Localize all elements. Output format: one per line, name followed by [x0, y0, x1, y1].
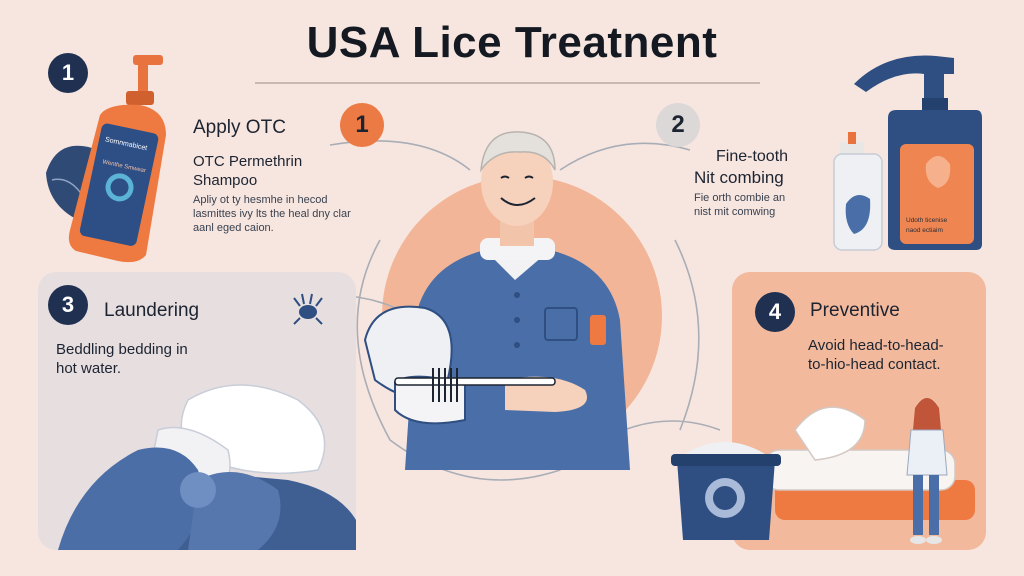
step2-badge: 2: [656, 103, 700, 147]
woman-standing-icon: [906, 398, 948, 544]
spray-label-2: naod ectiaim: [906, 227, 943, 234]
page-title: USA Lice Treatnent: [306, 18, 718, 67]
step1-badge: 1: [340, 103, 384, 147]
spray-label-1: Udoth ticenise: [906, 217, 948, 224]
step3-heading: Laundering: [104, 300, 200, 321]
step1-subtitle-2: Shampoo: [193, 172, 258, 189]
spray-bottle-icon: Udoth ticenise naod ectiaim: [833, 55, 982, 251]
step1-desc-1: Apliy ot ty hesmhe in hecod: [193, 194, 328, 206]
step1-desc-2: lasmittes ivy lts the heal dny clar: [193, 208, 351, 220]
step4-desc-1: Avoid head-to-head-: [808, 337, 944, 354]
step4-badge: 4: [755, 292, 795, 332]
washing-basket-icon: [671, 442, 781, 540]
man-combing-icon: [363, 131, 630, 470]
step4-desc-2: to-hio-head contact.: [808, 356, 941, 373]
preventive-illustration: [671, 398, 975, 544]
step2-desc-2: nist mit comwing: [694, 206, 776, 218]
step3-desc-2: hot water.: [56, 360, 122, 377]
pump-bottle-icon: Somnmabicet Wenthe Smwear: [46, 55, 166, 263]
step4-heading: Preventive: [810, 300, 900, 321]
step1-corner-badge: 1: [48, 53, 88, 93]
title-divider: [255, 82, 760, 84]
louse-icon: [293, 293, 323, 325]
step2-heading-1: Fine-tooth: [716, 148, 789, 165]
step2-desc-1: Fie orth combie an: [694, 192, 786, 204]
step1-subtitle-1: OTC Permethrin: [193, 153, 303, 170]
bedding-illustration: [58, 384, 356, 550]
step2-heading-2: Nit combing: [694, 168, 784, 187]
step1-heading: Apply OTC: [193, 117, 286, 138]
step1-desc-3: aanl eged caion.: [193, 222, 274, 234]
step3-desc-1: Beddling bedding in: [56, 341, 188, 358]
step3-badge: 3: [48, 285, 88, 325]
